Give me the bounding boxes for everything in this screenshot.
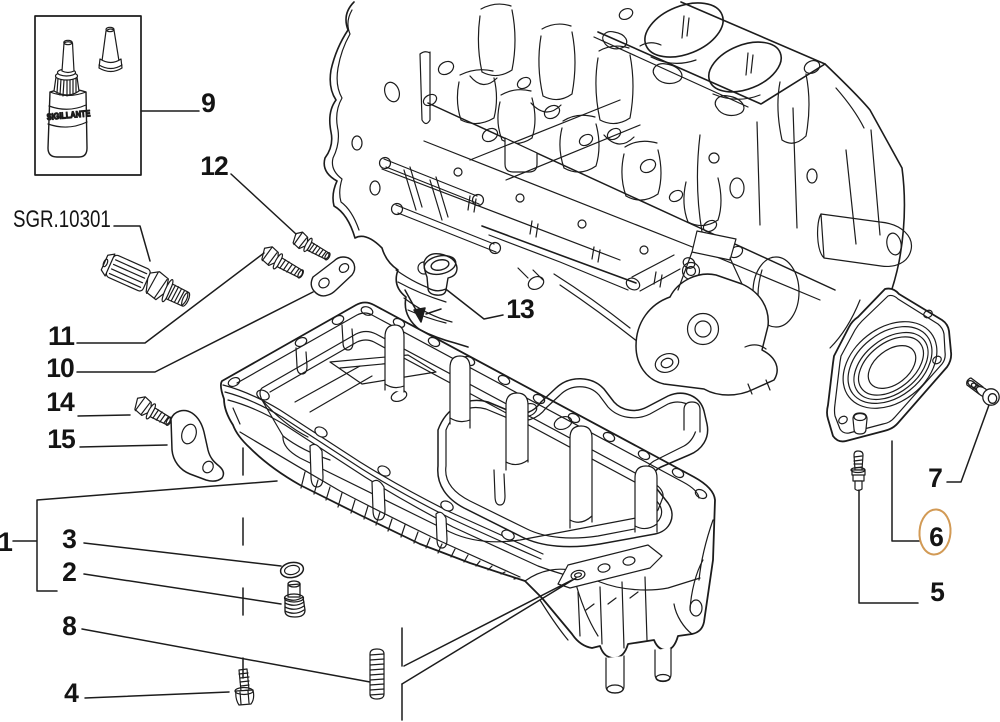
svg-text:5: 5 <box>930 577 944 607</box>
svg-text:8: 8 <box>62 611 76 641</box>
svg-text:10: 10 <box>46 353 74 383</box>
svg-text:3: 3 <box>62 524 76 554</box>
svg-text:4: 4 <box>64 678 79 708</box>
svg-text:12: 12 <box>200 151 228 181</box>
svg-text:11: 11 <box>48 321 74 351</box>
svg-text:14: 14 <box>46 387 75 417</box>
svg-text:7: 7 <box>928 463 942 493</box>
svg-text:13: 13 <box>506 294 534 324</box>
svg-text:6: 6 <box>929 522 943 552</box>
svg-text:SIGILLANTE: SIGILLANTE <box>46 109 91 123</box>
svg-text:SGR.10301: SGR.10301 <box>13 206 111 233</box>
svg-text:2: 2 <box>62 557 76 587</box>
svg-text:9: 9 <box>201 88 215 118</box>
svg-text:1: 1 <box>0 527 12 557</box>
svg-text:15: 15 <box>47 424 75 454</box>
